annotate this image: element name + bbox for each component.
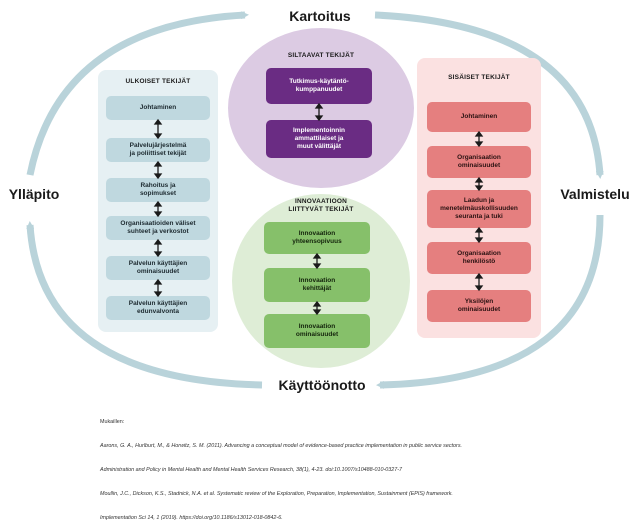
cycle-arrow-bottom-to-left — [26, 221, 263, 389]
reference-line: Aarons, G. A., Hurlburt, M., & Horwitz, … — [100, 443, 463, 449]
outer-item-3: Rahoitus ja sopimukset — [106, 178, 210, 202]
bridging-item-2: Implementoinnin ammattilaiset ja muut vä… — [266, 120, 372, 158]
innovation-item-2: Innovaation kehittäjät — [264, 268, 370, 302]
outer-item-6: Palvelun käyttäjien edunvalvonta — [106, 296, 210, 320]
phase-right: Valmistelu — [560, 186, 630, 202]
inner-item-4: Organisaation henkilöstö — [427, 242, 531, 274]
reference-line: Implementation Sci 14, 1 (2019). https:/… — [100, 515, 283, 521]
outer-connector-4-5 — [153, 238, 163, 258]
references-heading: Mukaillen: — [100, 419, 125, 425]
references: Mukaillen: Aarons, G. A., Hurlburt, M., … — [100, 402, 462, 530]
outer-item-4: Organisaatioiden väliset suhteet ja verk… — [106, 216, 210, 240]
innovation-factors-title: INNOVAATIOON LIITTYVÄT TEKIJÄT — [288, 198, 354, 213]
inner-item-1: Johtaminen — [427, 102, 531, 132]
bridging-factors-title: SILTAAVAT TEKIJÄT — [287, 52, 355, 59]
outer-item-1: Johtaminen — [106, 96, 210, 120]
innovation-connector-1-2 — [312, 252, 322, 270]
outer-connector-5-6 — [153, 278, 163, 298]
cycle-arrow-left-to-top — [26, 11, 249, 176]
inner-item-5: Yksilöjen ominaisuudet — [427, 290, 531, 322]
inner-connector-1-2 — [474, 130, 484, 148]
phase-left: Ylläpito — [8, 186, 60, 202]
outer-factors-title: ULKOISET TEKIJÄT — [125, 78, 191, 85]
inner-connector-4-5 — [474, 272, 484, 292]
phase-top: Kartoitus — [289, 8, 351, 24]
cycle-arrows — [26, 11, 604, 389]
bridging-connector — [314, 102, 324, 122]
outer-item-2: Palvelujärjestelmä ja poliittiset tekijä… — [106, 138, 210, 162]
innovation-connector-2-3 — [312, 300, 322, 316]
bridging-item-1: Tutkimus-käytäntö- kumppanuudet — [266, 68, 372, 104]
innovation-item-1: Innovaation yhteensopivuus — [264, 222, 370, 254]
inner-item-3: Laadun ja menetelmäuskollisuuden seurant… — [427, 190, 531, 228]
inner-factors-title: SISÄISET TEKIJÄT — [448, 74, 510, 81]
outer-connector-2-3 — [153, 160, 163, 180]
innovation-item-3: Innovaation ominaisuudet — [264, 314, 370, 348]
reference-line: Administration and Policy in Mental Heal… — [100, 467, 403, 473]
inner-connector-2-3 — [474, 176, 484, 192]
outer-item-5: Palvelun käyttäjien ominaisuudet — [106, 256, 210, 280]
outer-connector-3-4 — [153, 200, 163, 218]
inner-connector-3-4 — [474, 226, 484, 244]
outer-connector-1-2 — [153, 118, 163, 140]
connector-arrows — [153, 102, 484, 316]
phase-bottom: Käyttöönotto — [278, 377, 366, 393]
inner-item-2: Organisaation ominaisuudet — [427, 146, 531, 178]
cycle-arrow-right-to-bottom — [376, 214, 604, 389]
reference-line: Moullin, J.C., Dickson, K.S., Stadnick, … — [100, 491, 453, 497]
